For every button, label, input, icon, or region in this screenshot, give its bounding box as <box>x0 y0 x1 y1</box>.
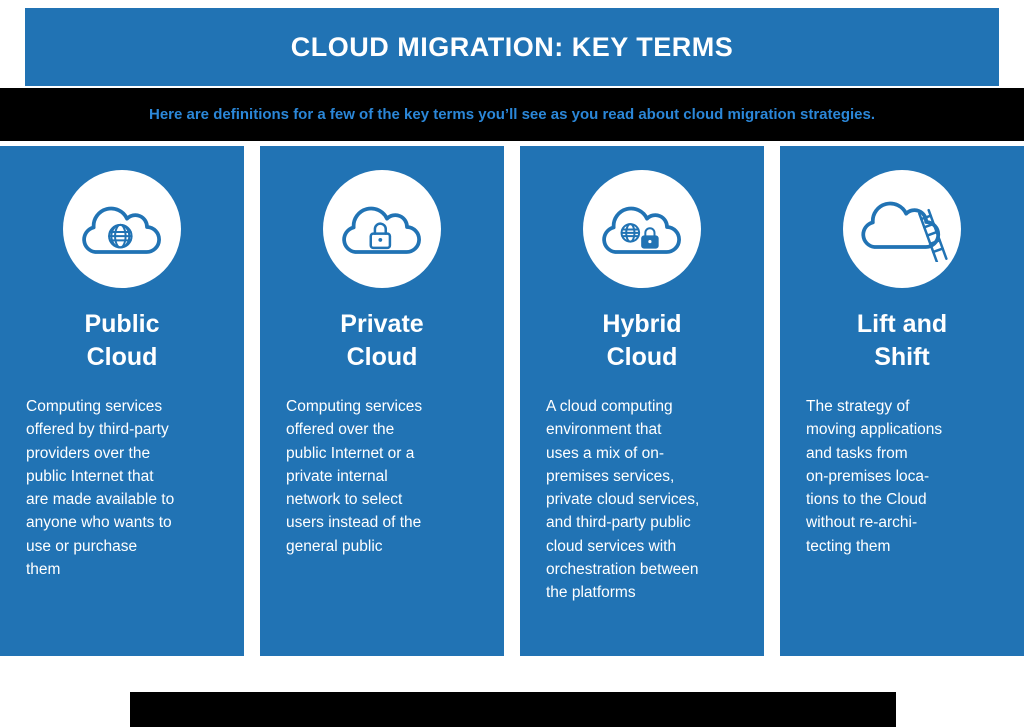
icon-circle <box>843 170 961 288</box>
card-private-cloud: Private Cloud Computing services offered… <box>260 146 504 656</box>
card-description: The strategy of moving applications and … <box>806 398 943 555</box>
card-description: Computing services offered by third-part… <box>26 398 175 578</box>
icon-circle <box>63 170 181 288</box>
header-bar: CLOUD MIGRATION: KEY TERMS <box>25 8 999 86</box>
page-title: CLOUD MIGRATION: KEY TERMS <box>290 31 734 62</box>
card-description: A cloud computing environment that uses … <box>546 398 700 601</box>
cloud-lock-icon <box>342 206 421 254</box>
cloud-globe-lock-icon <box>602 206 681 254</box>
cloud-globe-icon <box>82 206 161 254</box>
icon-circle <box>323 170 441 288</box>
cards-row: Public Cloud Computing services offered … <box>0 146 1024 656</box>
subtitle-bar: Here are definitions for a few of the ke… <box>0 88 1024 141</box>
card-lift-and-shift: Lift and Shift The strategy of moving ap… <box>780 146 1024 656</box>
cloud-ladder-icon <box>861 201 948 262</box>
card-title: Public Cloud <box>84 310 160 371</box>
card-title: Lift and Shift <box>856 310 948 371</box>
card-public-cloud: Public Cloud Computing services offered … <box>0 146 244 656</box>
card-hybrid-cloud: Hybrid Cloud A cloud computing environme… <box>520 146 764 656</box>
card-title: Private Cloud <box>340 310 424 371</box>
icon-circle <box>583 170 701 288</box>
card-description: Computing services offered over the publ… <box>286 398 423 555</box>
card-title: Hybrid Cloud <box>602 310 682 371</box>
subtitle-text: Here are definitions for a few of the ke… <box>148 106 876 123</box>
footer-bar <box>130 692 896 727</box>
